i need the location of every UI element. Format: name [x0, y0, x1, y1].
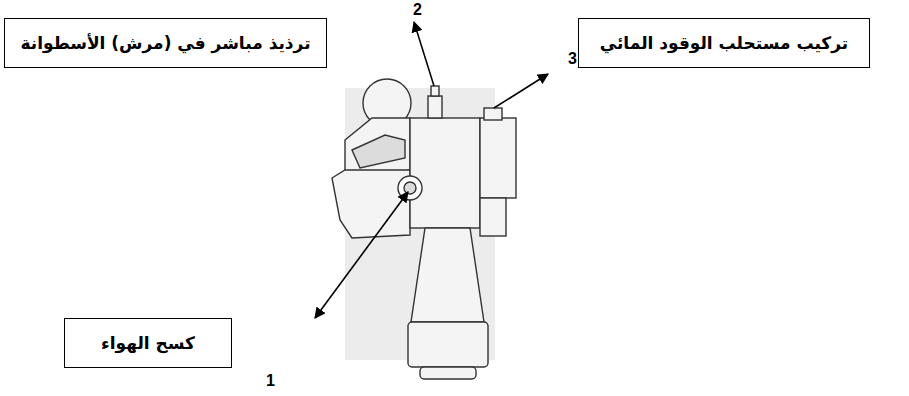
box-text: ترذيذ مباشر في (مرش) الأسطوانة: [20, 33, 310, 53]
label-box: كسح الهواء: [64, 318, 232, 368]
callout-number: 1: [266, 372, 275, 390]
crankcase: [411, 228, 484, 322]
leader-arrow: [494, 74, 548, 108]
leader-arrow: [414, 22, 434, 86]
injector: [428, 96, 442, 118]
callout-number: 3: [568, 50, 577, 68]
manifold: [345, 118, 410, 178]
cylinder-block: [410, 118, 480, 228]
right-housing: [480, 118, 516, 198]
oil-sump: [408, 322, 488, 367]
engine: [332, 79, 516, 379]
box-text: كسح الهواء: [101, 333, 195, 353]
callout-number: 2: [413, 1, 422, 19]
scavenging-port: [398, 176, 422, 200]
label-box: تركيب مستحلب الوقود المائي: [578, 18, 870, 68]
emulsion-unit: [484, 108, 502, 120]
leader-arrow: [315, 192, 408, 318]
box-text: تركيب مستحلب الوقود المائي: [600, 33, 848, 53]
label-box: ترذيذ مباشر في (مرش) الأسطوانة: [4, 18, 327, 68]
